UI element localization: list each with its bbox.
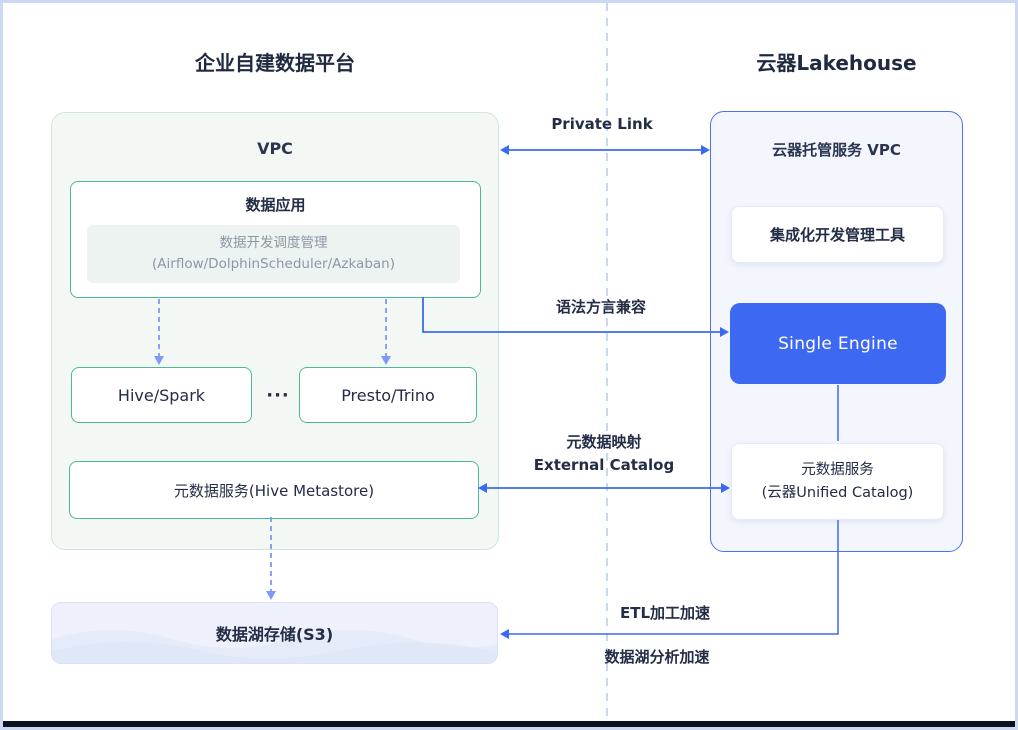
syntax-compat-label: 语法方言兼容 [555, 298, 646, 316]
ellipsis-dots: ··· [266, 385, 290, 406]
metadata-mapping-arrow [478, 483, 730, 493]
data-lake-storage-label: 数据湖存储(S3) [215, 625, 334, 644]
right-platform-title: 云器Lakehouse [756, 51, 917, 75]
etl-acceleration-label: ETL加工加速 [619, 604, 711, 622]
hive-metastore-box: 元数据服务(Hive Metastore) [69, 461, 479, 519]
left-vpc-label: VPC [257, 139, 293, 158]
unified-catalog-line1: 元数据服务 [801, 461, 874, 478]
metadata-mapping-label: 元数据映射 External Catalog [504, 431, 704, 477]
single-engine-box: Single Engine [730, 303, 946, 384]
lake-analysis-acceleration-label: 数据湖分析加速 [604, 648, 710, 666]
metadata-mapping-line2: External Catalog [533, 456, 675, 474]
private-link-arrow [500, 145, 710, 155]
wave-pattern [52, 630, 497, 663]
ide-tool-box: 集成化开发管理工具 [731, 206, 944, 263]
right-vpc-panel: 云器托管服务 VPC 集成化开发管理工具 Single Engine 元数据服务… [710, 111, 963, 552]
hive-spark-box: Hive/Spark [71, 367, 252, 423]
left-vpc-panel: VPC 数据应用 数据开发调度管理 (Airflow/DolphinSchedu… [51, 112, 499, 550]
presto-trino-box: Presto/Trino [299, 367, 477, 423]
unified-catalog-line2: (云器Unified Catalog) [761, 484, 914, 501]
left-platform-title: 企业自建数据平台 [195, 51, 355, 75]
unified-catalog-box: 元数据服务 (云器Unified Catalog) [731, 443, 944, 520]
data-app-title: 数据应用 [245, 196, 306, 214]
bottom-edge-bar [3, 721, 1015, 727]
data-app-box: 数据应用 数据开发调度管理 (Airflow/DolphinScheduler/… [70, 181, 481, 298]
right-vpc-label: 云器托管服务 VPC [772, 141, 901, 159]
scheduler-line1: 数据开发调度管理 [219, 235, 328, 251]
data-lake-storage-box: 数据湖存储(S3) [51, 602, 498, 664]
scheduler-line2: (Airflow/DolphinScheduler/Azkaban) [152, 256, 395, 272]
scheduler-box: 数据开发调度管理 (Airflow/DolphinScheduler/Azkab… [87, 225, 460, 283]
private-link-label: Private Link [551, 115, 653, 133]
metadata-mapping-line1: 元数据映射 [566, 433, 642, 451]
